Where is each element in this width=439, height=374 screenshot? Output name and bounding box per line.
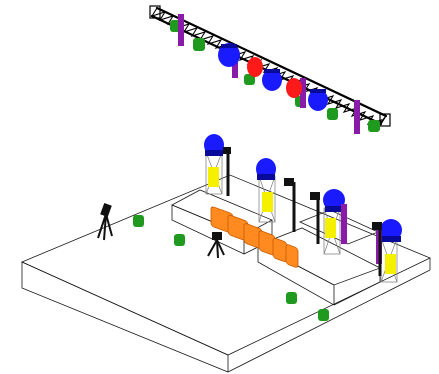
- truss-tower-icon[interactable]: [376, 219, 402, 283]
- par-can-icon[interactable]: [318, 309, 329, 321]
- moving-head-icon[interactable]: [218, 43, 240, 67]
- clamp-bar: [178, 14, 184, 46]
- chair-row-icon[interactable]: [210, 206, 299, 268]
- truss-tower-icon[interactable]: [323, 189, 347, 255]
- camera-tripod-icon[interactable]: [207, 232, 225, 259]
- par-can-icon[interactable]: [368, 120, 380, 132]
- par-can-icon[interactable]: [193, 38, 205, 51]
- truss-fixtures: [170, 14, 380, 134]
- par-can-icon[interactable]: [133, 215, 144, 227]
- par-can-icon[interactable]: [286, 292, 297, 304]
- moving-head-icon[interactable]: [308, 89, 328, 111]
- speaker-stand-icon[interactable]: [284, 178, 296, 232]
- stage-deck: [20, 174, 431, 373]
- floor-par-fixtures: [133, 215, 329, 321]
- moving-head-icon[interactable]: [262, 69, 282, 91]
- speaker-stand-icon[interactable]: [223, 147, 231, 196]
- speaker-stand-icon[interactable]: [372, 222, 382, 276]
- moving-head-icon[interactable]: [286, 78, 302, 98]
- truss-tower-icon[interactable]: [204, 134, 224, 195]
- camera-tripod-icon[interactable]: [97, 202, 113, 241]
- par-can-icon[interactable]: [327, 108, 338, 120]
- clamp-bar: [300, 78, 306, 108]
- moving-head-icon[interactable]: [247, 57, 263, 77]
- truss-tower-icon[interactable]: [256, 158, 276, 223]
- clamp-bar: [354, 100, 360, 134]
- speaker-stand-icon[interactable]: [310, 192, 320, 244]
- par-can-icon[interactable]: [174, 234, 185, 246]
- par-can-icon[interactable]: [244, 74, 255, 85]
